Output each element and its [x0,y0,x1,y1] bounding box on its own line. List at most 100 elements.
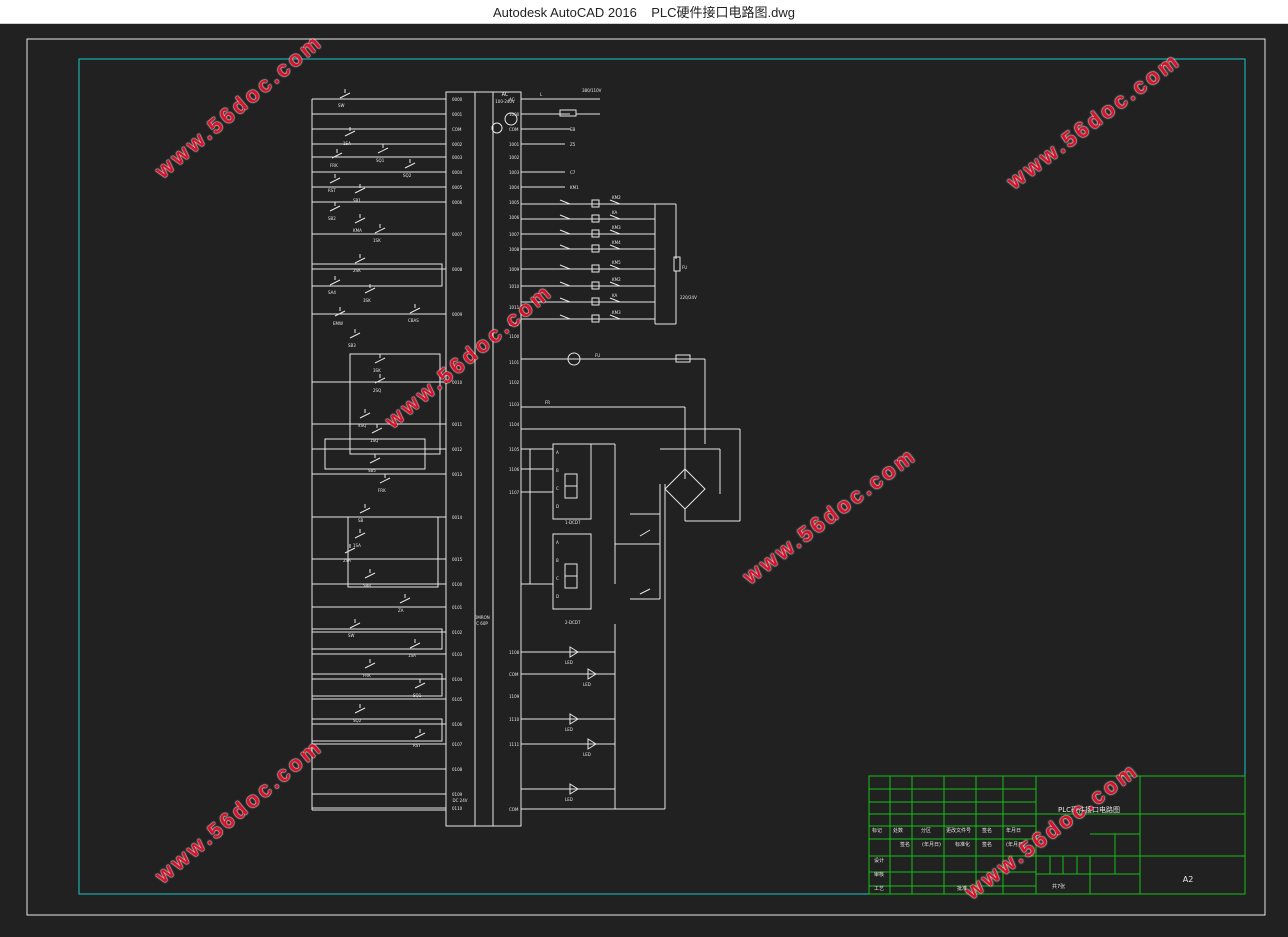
relay-contact [559,199,571,205]
switch-contact [344,130,356,137]
branch-frame [311,673,443,697]
relay-coil [591,281,600,290]
switch-contact [371,427,383,434]
input-terminal-21: 0104 [452,677,463,682]
label: FR [545,400,550,405]
seg-switch [639,529,651,537]
switch-contact [399,597,411,604]
branch-frame [347,516,439,588]
switch-label-28: 1SA [408,653,416,658]
seg-digit-1 [564,473,578,499]
switch-contact [364,662,376,669]
label: FU [595,353,600,358]
relay-coil [591,264,600,273]
output-terminal-5: 1003 [509,170,520,175]
input-terminal-10: 0009 [452,312,463,317]
output-terminal-27: 1111 [509,742,520,747]
seg-switch [639,588,651,595]
switch-label-32: RST [413,743,421,748]
title-row2-label-0: 签名 [900,841,910,848]
drawing-frame [78,58,1246,895]
relay-contact [559,297,571,303]
seven-seg-1 [552,443,592,520]
switch-contact [374,377,386,384]
switch-label-14: CBAS [408,318,419,323]
relay-label-2: KM3 [612,225,621,230]
input-terminal-20: 0103 [452,652,463,657]
switch-contact [334,310,346,317]
input-terminal-23: 0106 [452,722,463,727]
outer-border [26,38,1266,916]
out-label: EB [570,127,576,132]
title-side-label-1: 审核 [874,871,884,878]
relay-contact [609,297,621,303]
output-terminal-24: COM [509,672,519,677]
switch-contact [354,257,366,264]
switch-label-23: 1SA [353,543,361,548]
relay-contact [559,314,571,320]
relay-contact [559,229,571,235]
seg-digit-2 [564,563,578,589]
switch-label-0: SW [338,103,345,108]
relay-coil [591,229,600,238]
input-terminal-26: 0109 [452,792,463,797]
led-label-0: LED [565,660,573,665]
relay-contact [559,244,571,250]
out-label: L [540,92,543,97]
title-row-label-3: 更改文件号 [946,827,971,834]
switch-contact [374,357,386,364]
input-terminal-27: 0110 [452,806,463,811]
seg-in2-0: A [556,540,559,545]
title-sheet-size: A2 [1183,875,1194,884]
switch-contact [354,217,366,224]
switch-label-26: ZA [398,608,404,613]
title-row2-label-1: (年月日) [922,841,941,848]
out-label: KM1 [570,185,579,190]
branch-frame [311,628,443,650]
relay-contact [609,314,621,320]
relay-contact [609,199,621,205]
transformer-label: 220/24V [680,295,697,300]
input-terminal-3: 0002 [452,142,463,147]
switch-contact [359,507,371,514]
seven-seg-2 [552,533,592,610]
input-terminal-13: 0012 [452,447,463,452]
input-terminal-4: 0003 [452,155,463,160]
display-label-1: 1-DCD7 [565,520,581,525]
title-row-label-1: 处数 [893,827,903,834]
output-terminal-18: 1103 [509,402,520,407]
input-terminal-24: 0107 [452,742,463,747]
input-terminal-25: 0108 [452,767,463,772]
switch-contact [354,707,366,714]
title-row-label-2: 分区 [921,827,931,834]
fuse [559,109,577,117]
relay-coil [591,314,600,323]
switch-label-18: 4SQ [358,423,366,428]
output-terminal-26: 1110 [509,717,520,722]
switch-label-17: 2SQ [373,388,381,393]
plc-body [445,91,522,827]
relay-coil [591,199,600,208]
switch-label-25: SB8 [363,583,371,588]
switch-label-1: 1SA [343,141,351,146]
transformer-label: 380/110V [582,88,602,93]
input-terminal-9: 0008 [452,267,463,272]
switch-contact [339,92,351,99]
seg-in-0: A [556,450,559,455]
switch-label-24: 2SA [343,558,351,563]
relay-contact [609,281,621,287]
input-terminal-7: 0006 [452,200,463,205]
output-terminal-16: 1101 [509,360,520,365]
output-terminal-6: 1004 [509,185,520,190]
output-terminal-20: 1105 [509,447,520,452]
led-symbol [569,713,579,725]
plc-power-label: AC [502,92,509,98]
output-terminal-19: 1104 [509,422,520,427]
fuse [675,354,691,363]
relay-contact [609,244,621,250]
switch-contact [414,732,426,739]
relay-label-7: KM3 [612,310,621,315]
output-terminal-28: COM [509,807,519,812]
